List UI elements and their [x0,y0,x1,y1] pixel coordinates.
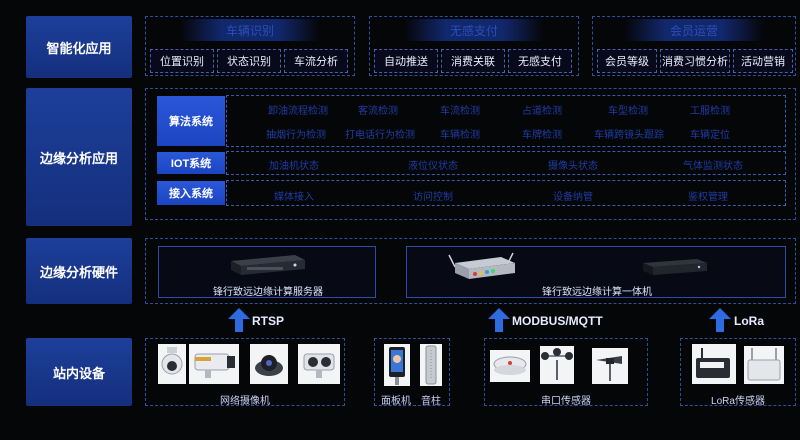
group-vehicle-recognition [145,16,355,76]
row-label-site-devices: 站内设备 [26,338,132,406]
panel-caption: 面板机 [381,396,411,407]
access-item: 媒体接入 [274,192,314,203]
algo-item: 车辆定位 [690,130,730,141]
mini-pc-device-icon [643,259,707,275]
device-group-lora-sensors[interactable] [680,338,796,406]
arrow-up-icon [228,308,250,332]
chip-location-recognition[interactable]: 位置识别 [150,49,214,73]
algo-item: 车牌检测 [522,130,562,141]
access-item: 设备纳管 [553,192,593,203]
iot-item: 气体监测状态 [683,161,743,172]
thermal-camera-icon [298,344,340,384]
row-label-smart-application: 智能化应用 [26,16,132,78]
algo-item: 占道检测 [522,106,562,117]
iot-item: 液位仪状态 [408,161,458,172]
edge-hardware-panel [145,238,796,304]
system-access[interactable]: 接入系统 [157,181,225,205]
chip-consumption-link[interactable]: 消费关联 [441,49,505,73]
column-speaker-icon [420,344,442,386]
iot-item: 加油机状态 [269,161,319,172]
gate-caption: 音柱 [421,396,441,407]
edge-server-card[interactable]: 锋行致远边缘计算服务器 [158,246,376,298]
camera-caption: 网络摄像机 [220,396,270,407]
serial-sensor-caption: 串口传感器 [541,396,591,407]
algo-item: 车型检测 [608,106,648,117]
algo-item: 车辆跨镜头跟踪 [594,130,664,141]
face-panel-icon [384,344,410,386]
chip-activity-marketing[interactable]: 活动营销 [733,49,793,73]
chip-consumption-habit[interactable]: 消费习惯分析 [660,49,730,73]
algo-items-frame [226,95,786,147]
allinone-caption: 锋行致远边缘计算一体机 [542,287,652,298]
iot-item: 摄像头状态 [548,161,598,172]
chip-status-recognition[interactable]: 状态识别 [217,49,281,73]
wind-vane-icon [592,348,628,384]
edge-app-panel [145,88,796,220]
arrow-up-icon [488,308,510,332]
turret-camera-icon [250,344,288,384]
iot-items-frame [226,151,786,175]
chip-auto-push[interactable]: 自动推送 [374,49,438,73]
access-items-frame [226,180,786,206]
edge-allinone-card[interactable]: 锋行致远边缘计算一体机 [406,246,786,298]
protocol-rtsp: RTSP [252,314,285,328]
protocol-lora: LoRa [734,314,764,328]
group-title: 车辆识别 [180,19,320,41]
algo-item: 工服检测 [690,106,730,117]
algo-item: 抽烟行为检测 [266,130,326,141]
device-group-panel-gate[interactable] [374,338,450,406]
lora-sensor-caption: LoRa传感器 [711,396,765,407]
server-caption: 锋行致远边缘计算服务器 [213,287,323,298]
device-group-cameras[interactable] [145,338,345,406]
group-title: 无感支付 [404,19,544,41]
group-seamless-payment [369,16,579,76]
algo-item: 车辆检测 [440,130,480,141]
algo-item: 打电话行为检测 [345,130,415,141]
bullet-camera-icon [189,344,239,384]
algo-item: 车流检测 [440,106,480,117]
chip-member-level[interactable]: 会员等级 [597,49,657,73]
algo-item: 客流检测 [358,106,398,117]
protocol-modbus-mqtt: MODBUS/MQTT [512,314,603,328]
arrow-up-icon [709,308,731,332]
system-algorithm[interactable]: 算法系统 [157,96,225,146]
access-item: 鉴权管理 [688,192,728,203]
group-member-operation [592,16,796,76]
edge-box-device-icon [448,252,515,279]
dome-camera-icon [158,344,186,384]
system-iot[interactable]: IOT系统 [157,152,225,174]
device-group-serial-sensors[interactable] [484,338,648,406]
row-label-edge-application: 边缘分析应用 [26,88,132,226]
row-label-edge-hardware: 边缘分析硬件 [26,238,132,304]
algo-item: 卸油流程检测 [268,106,328,117]
group-title: 会员运营 [624,19,764,41]
chip-seamless-pay[interactable]: 无感支付 [508,49,572,73]
smoke-detector-icon [490,350,530,382]
lora-sensor-icon [692,344,736,384]
access-item: 访问控制 [413,192,453,203]
server-device-icon [231,255,305,275]
anemometer-icon [540,346,574,384]
lora-gateway-icon [744,346,784,384]
chip-traffic-analysis[interactable]: 车流分析 [284,49,348,73]
